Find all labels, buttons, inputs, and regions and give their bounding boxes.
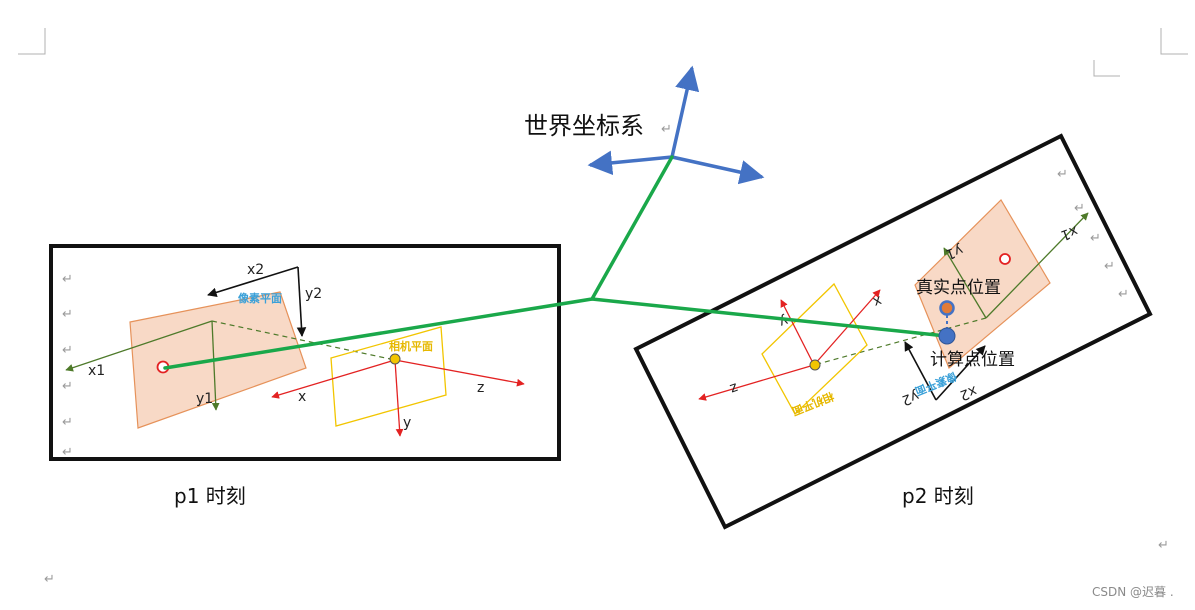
panel-p1-paragraph-marks: ↵ ↵ ↵ ↵ ↵ ↵	[62, 272, 73, 460]
pixel-axis-x1	[985, 212, 1089, 319]
page-corner-marks	[18, 28, 1188, 77]
paragraph-mark: ↵	[1118, 287, 1129, 302]
label-y1: y1	[196, 391, 213, 407]
image-axis-y2	[296, 266, 307, 337]
dashed-ray	[813, 317, 987, 366]
panel-p1: ↵ ↵ ↵ ↵ ↵ ↵ 像素平面 相机平面 x2 y2 x1 y1 x z y	[49, 244, 561, 461]
world-axis-right	[671, 155, 765, 185]
paragraph-mark: ↵	[1057, 167, 1068, 182]
paragraph-mark: ↵	[1158, 538, 1169, 553]
camera-axis-x	[271, 359, 396, 399]
paragraph-mark: ↵	[62, 415, 73, 430]
camera-axis-y	[780, 299, 815, 366]
image-axis-y2	[904, 341, 937, 401]
label-x2: x2	[957, 382, 979, 403]
label-x: x	[298, 389, 306, 405]
dashed-ray	[211, 320, 396, 361]
world-title: 世界坐标系	[524, 112, 644, 140]
label-y: y	[403, 415, 411, 431]
image-axis-x2	[935, 345, 986, 401]
label-y1: y1	[943, 241, 965, 262]
camera-plane	[761, 282, 868, 416]
paragraph-mark: ↵	[62, 343, 73, 358]
label-x1: x1	[1058, 222, 1080, 243]
paragraph-mark: ↵	[1090, 231, 1101, 246]
paragraph-mark: ↵	[1104, 259, 1115, 274]
corner-mark-header-right	[1093, 60, 1120, 77]
label-x1: x1	[88, 363, 105, 379]
camera-axis-z	[698, 364, 815, 401]
label-z: z	[477, 380, 484, 396]
corner-mark-top-right	[1160, 28, 1188, 55]
paragraph-mark: ↵	[62, 445, 73, 460]
pixel-plane-label: 像素平面	[238, 291, 282, 305]
pixel-axis-y1	[211, 320, 220, 411]
world-axis-up	[670, 65, 700, 158]
paragraph-mark: ↵	[44, 572, 55, 587]
true-position-label: 真实点位置	[916, 278, 1001, 298]
projection-rays	[163, 155, 948, 370]
paragraph-mark: ↵	[1074, 201, 1085, 216]
camera-axis-z	[394, 359, 525, 387]
paragraph-mark: ↵	[661, 122, 672, 137]
computed-point	[938, 327, 956, 345]
projected-point	[999, 253, 1011, 265]
camera-plane	[330, 326, 447, 427]
camera-center	[809, 359, 821, 371]
panel-p2-paragraph-marks: ↵ ↵ ↵ ↵ ↵	[1057, 167, 1129, 302]
pixel-plane	[914, 199, 1051, 369]
paragraph-mark: ↵	[62, 307, 73, 322]
image-axis-x2	[207, 266, 299, 298]
caption-p2: p2 时刻	[902, 484, 974, 508]
world-axis-left	[587, 150, 673, 176]
world-frame: 世界坐标系 ↵	[524, 65, 765, 185]
paragraph-mark: ↵	[62, 272, 73, 287]
true-point	[939, 300, 955, 316]
caption-p1: p1 时刻	[174, 484, 246, 508]
panel-p1-frame	[49, 244, 561, 461]
corner-mark-top-left	[18, 28, 46, 55]
watermark: CSDN @迟暮 .	[1092, 585, 1174, 599]
camera-plane-label: 相机平面	[389, 339, 433, 353]
camera-axis-x	[813, 289, 881, 366]
pixel-axis-x1	[65, 320, 213, 372]
camera-center	[389, 353, 401, 365]
camera-axis-y	[394, 359, 404, 437]
label-y2: y2	[899, 387, 921, 408]
computed-position-label: 计算点位置	[930, 350, 1015, 370]
label-x2: x2	[247, 262, 264, 278]
ray-world-to-p2	[590, 297, 948, 338]
paragraph-mark: ↵	[62, 379, 73, 394]
label-y2: y2	[305, 286, 322, 302]
pixel-axis-y1	[943, 247, 987, 319]
